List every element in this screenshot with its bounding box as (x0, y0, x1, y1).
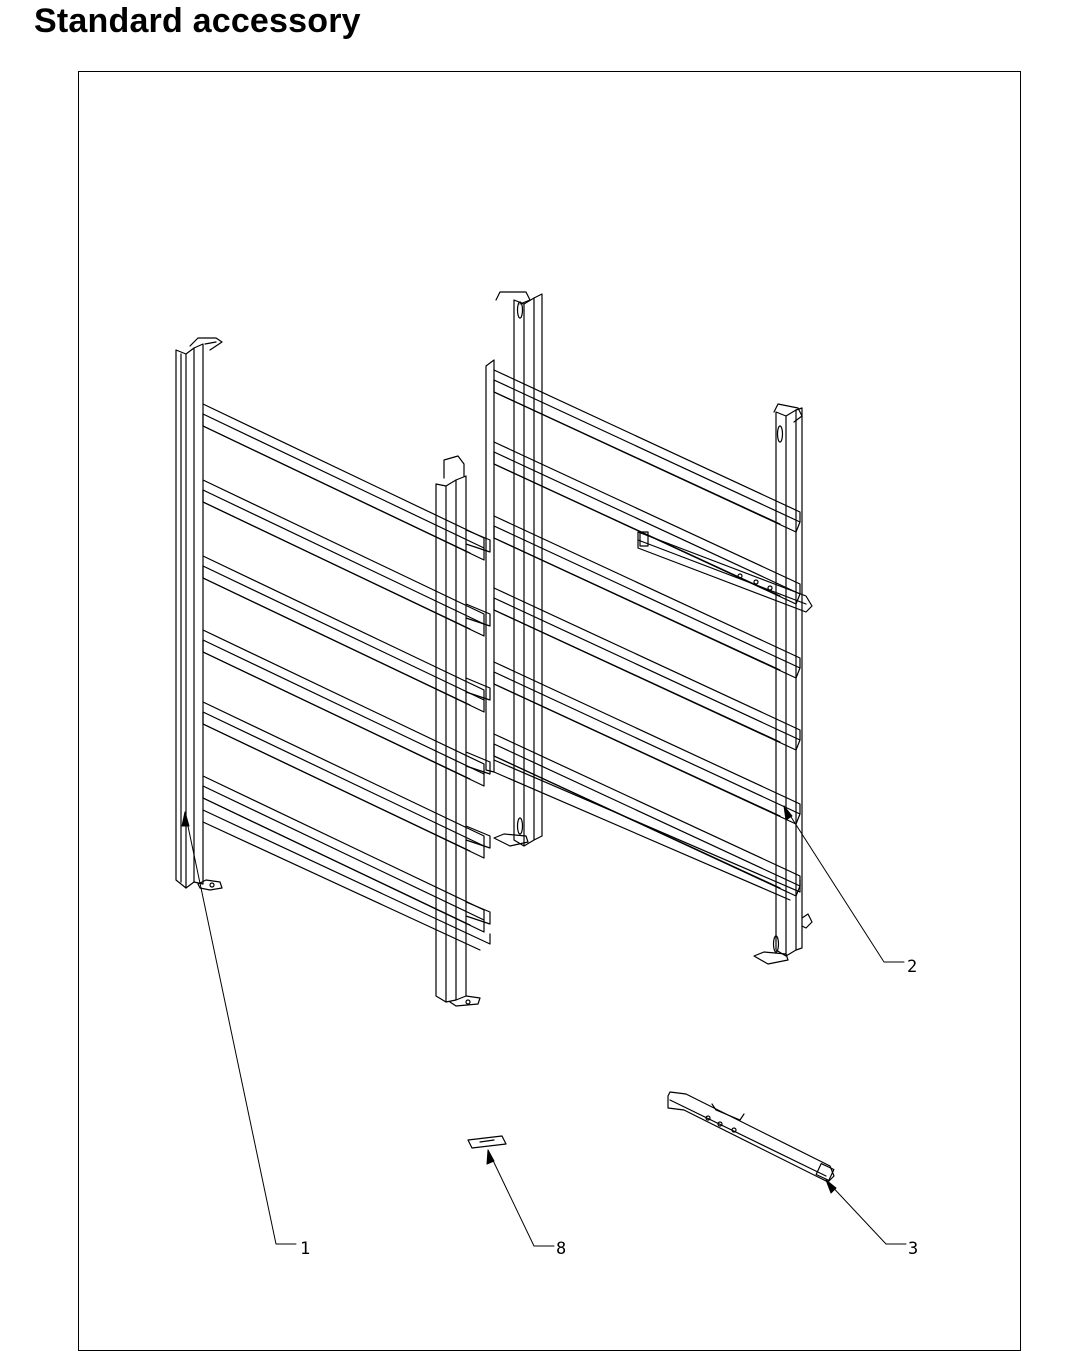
part-2-right-rack (485, 291, 813, 965)
part-8-plate (467, 1135, 507, 1149)
callout-1: 1 (300, 1239, 310, 1259)
callout-3: 3 (908, 1239, 918, 1259)
leader-lines (181, 805, 907, 1247)
page-title: Standard accessory (34, 2, 361, 40)
part-1-left-rack (175, 337, 491, 1007)
callout-8: 8 (556, 1239, 566, 1259)
callout-2: 2 (907, 957, 917, 977)
part-3-runner (667, 1091, 835, 1183)
